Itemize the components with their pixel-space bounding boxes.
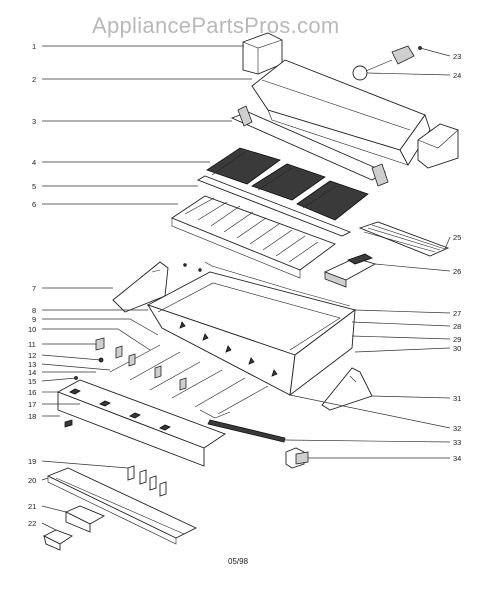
part-26-side-burner: [323, 253, 377, 288]
callout-34: 34: [453, 454, 461, 463]
callout-29: 29: [453, 335, 461, 344]
callout-20: 20: [28, 476, 36, 485]
part-3-handle-bar: [230, 105, 389, 187]
callout-11: 11: [28, 340, 36, 349]
callout-27: 27: [453, 309, 461, 318]
part-6-flavor-tray: [171, 195, 336, 279]
callout-14: 14: [28, 368, 36, 377]
callout-13: 13: [28, 360, 36, 369]
callout-24: 24: [453, 71, 461, 80]
callout-10: 10: [28, 325, 36, 334]
callout-26: 26: [453, 267, 461, 276]
part-11-15-valves: [74, 337, 187, 391]
callout-16: 16: [28, 388, 36, 397]
callout-labels: 1 2 3 4 5 6 7 8 9 10 11 12 13 14 15 16 1…: [28, 42, 461, 528]
part-4-cooking-grates: [206, 147, 369, 221]
date-code: 05/98: [228, 557, 249, 566]
callout-2: 2: [32, 75, 36, 84]
callout-5: 5: [32, 182, 36, 191]
part-23-24-handle-knob: [352, 45, 422, 81]
callout-9: 9: [32, 315, 36, 324]
callout-7: 7: [32, 284, 36, 293]
callout-8: 8: [32, 306, 36, 315]
part-21-grease-holder: [64, 505, 106, 533]
callout-22: 22: [28, 519, 36, 528]
callout-19: 19: [28, 457, 36, 466]
part-17-18-control-panel: [56, 379, 226, 467]
callout-31: 31: [453, 394, 461, 403]
part-19-valve-knobs: [127, 465, 167, 497]
part-25-warming-rack: [358, 221, 450, 257]
callout-25: 25: [453, 233, 461, 242]
part-right-end-cap: [417, 123, 459, 169]
callout-4: 4: [32, 158, 36, 167]
part-5-grate-rail: [196, 175, 352, 237]
callout-30: 30: [453, 344, 461, 353]
callout-3: 3: [32, 117, 36, 126]
callout-33: 33: [453, 438, 461, 447]
part-31-right-side-bracket: [321, 367, 373, 411]
callout-23: 23: [453, 52, 461, 61]
watermark-text: AppliancePartsPros.com: [92, 13, 339, 38]
callout-21: 21: [28, 502, 36, 511]
callout-1: 1: [32, 42, 36, 51]
callout-18: 18: [28, 412, 36, 421]
part-firebox: [146, 261, 357, 397]
callout-15: 15: [28, 377, 36, 386]
part-20-drip-tray: [46, 467, 198, 545]
part-34-ignitor-module: [285, 447, 309, 469]
callout-12: 12: [28, 351, 36, 360]
callout-17: 17: [28, 400, 36, 409]
callout-32: 32: [453, 424, 461, 433]
leader-lines: [41, 45, 451, 531]
part-2-hood: [251, 59, 431, 166]
part-32-33-cross-tube: [199, 409, 286, 443]
part-burners: [109, 344, 269, 415]
callout-6: 6: [32, 200, 36, 209]
part-22-grease-cup: [42, 529, 73, 551]
callout-28: 28: [453, 322, 461, 331]
